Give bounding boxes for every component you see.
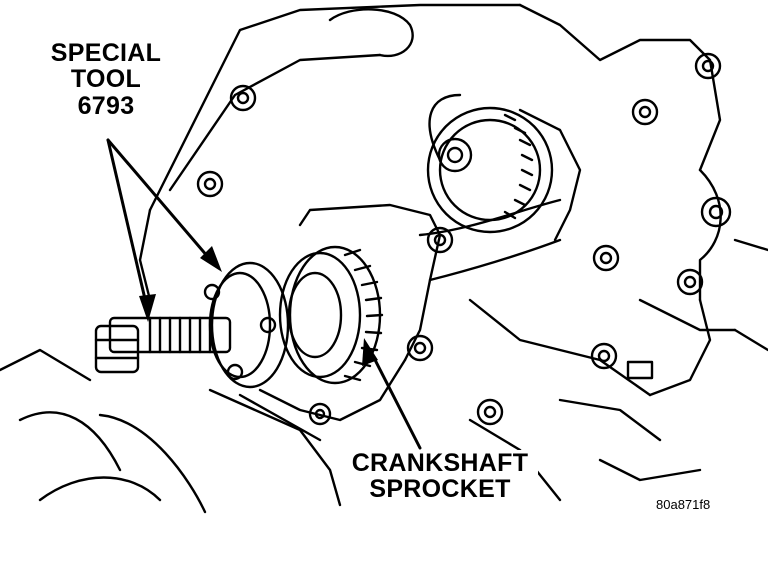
arrowheads <box>139 246 378 366</box>
special-tool-line1: SPECIAL <box>50 39 162 67</box>
sprocket-line: SPROCKET <box>369 475 511 504</box>
crankshaft-line: CRANKSHAFT <box>351 449 529 477</box>
crankshaft-sprocket-label: CRANKSHAFT SPROCKET <box>342 450 538 503</box>
leader-arrows <box>106 138 422 450</box>
figure-code: 80a871f8 <box>656 497 711 512</box>
special-tool-label: SPECIAL TOOL 6793 <box>44 40 168 119</box>
crankshaft-sprocket-drawing <box>278 245 384 385</box>
upper-sprocket <box>426 106 554 234</box>
special-tool-line2: TOOL <box>70 65 142 94</box>
special-tool-number: 6793 <box>77 91 135 120</box>
special-tool-drawing <box>94 261 290 389</box>
bolt-heads <box>196 52 732 426</box>
engine-block-outline <box>0 3 768 514</box>
